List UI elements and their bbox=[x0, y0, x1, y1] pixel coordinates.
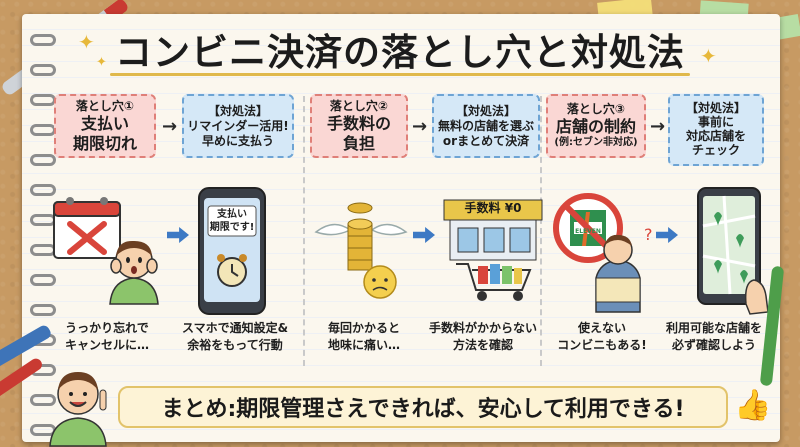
solution-heading: 【対処法】 bbox=[685, 101, 746, 116]
pitfall-title: 期限切れ bbox=[72, 133, 137, 153]
store-sign-text: ELEVEN bbox=[575, 228, 601, 235]
solution-heading: 【対処法】 bbox=[207, 103, 268, 118]
caption-line: 使えない bbox=[577, 321, 626, 335]
solution-text: 無料の店舗を選ぶ bbox=[437, 118, 534, 133]
smartphone-alarm-illustration bbox=[198, 187, 266, 315]
summary-banner: まとめ:期限管理さえできれば、安心して利用できる! bbox=[118, 386, 728, 428]
illustration-caption: 利用可能な店舗を 必ず確認しよう bbox=[654, 320, 774, 354]
solution-text: 事前に bbox=[697, 115, 734, 130]
thumbs-up-icon: 👍 bbox=[734, 388, 772, 423]
store-cart-illustration bbox=[443, 199, 543, 301]
pitfall-box: 落とし穴① 支払い 期限切れ bbox=[54, 94, 156, 158]
caption-line: コンビニもある! bbox=[557, 337, 647, 352]
phone-text-line: 支払い bbox=[217, 209, 247, 220]
no-store-sign-illustration: ? bbox=[553, 193, 653, 313]
phone-screen-text: 支払い 期限です! bbox=[207, 208, 257, 234]
worried-person-illustration bbox=[109, 240, 159, 305]
caption-line: 方法を確認 bbox=[452, 337, 513, 352]
flying-coins-illustration bbox=[314, 202, 408, 299]
caption-line: 地味に痛い… bbox=[327, 337, 400, 352]
pitfall-number: 落とし穴① bbox=[75, 98, 135, 113]
solution-box: 【対処法】 リマインダー活用! 早めに支払う bbox=[182, 94, 294, 158]
arrow-icon bbox=[413, 227, 435, 243]
solution-heading: 【対処法】 bbox=[455, 103, 516, 118]
sparkle-icon: ✦ bbox=[700, 44, 717, 68]
caption-line: 利用可能な店舗を bbox=[665, 321, 762, 335]
smiling-boy-illustration bbox=[49, 372, 107, 447]
arrow-icon: → bbox=[412, 116, 428, 137]
pitfall-number: 落とし穴② bbox=[329, 98, 389, 113]
sparkle-icon: ✦ bbox=[78, 30, 95, 54]
svg-text:?: ? bbox=[644, 225, 653, 244]
solution-box: 【対処法】 無料の店舗を選ぶ orまとめて決済 bbox=[432, 94, 540, 158]
arrow-icon: → bbox=[162, 116, 178, 137]
illustration-caption: 手数料がかからない 方法を確認 bbox=[418, 320, 548, 354]
caption-line: 必ず確認しよう bbox=[671, 337, 756, 352]
illustration-caption: うっかり忘れで キャンセルに… bbox=[52, 320, 162, 354]
arrow-icon: → bbox=[650, 116, 666, 137]
store-sign-text: 手数料 ¥0 bbox=[464, 201, 522, 215]
pitfall-number: 落とし穴③ bbox=[566, 102, 626, 117]
caption-line: 余裕をもって行動 bbox=[187, 337, 283, 352]
phone-text-line: 期限です! bbox=[209, 222, 255, 233]
pitfall-box: 落とし穴② 手数料の 負担 bbox=[310, 94, 408, 158]
solution-box: 【対処法】 事前に 対応店舗を チェック bbox=[668, 94, 764, 166]
illustration-caption: 毎回かかると 地味に痛い… bbox=[310, 320, 418, 354]
pitfall-title: 支払い bbox=[80, 113, 129, 133]
column-divider bbox=[303, 96, 305, 366]
arrow-icon bbox=[167, 227, 189, 243]
map-phone-illustration bbox=[697, 187, 769, 315]
pitfall-title: 負担 bbox=[342, 133, 375, 153]
pitfall-column-2: 落とし穴② 手数料の 負担 → 【対処法】 無料の店舗を選ぶ orまとめて決済 … bbox=[310, 94, 555, 374]
caption-line: うっかり忘れで bbox=[65, 321, 149, 335]
column-divider bbox=[540, 96, 542, 366]
calendar-icon bbox=[53, 197, 121, 259]
sparkle-icon: ✦ bbox=[96, 55, 107, 70]
solution-text: リマインダー活用! bbox=[187, 118, 289, 133]
page-title: コンビニ決済の落とし穴と対処法 bbox=[115, 31, 685, 74]
caption-line: 手数料がかからない bbox=[428, 321, 537, 335]
solution-text: チェック bbox=[691, 142, 740, 157]
solution-text: 対応店舗を bbox=[685, 129, 746, 143]
title-underline bbox=[110, 73, 690, 76]
solution-text: 早めに支払う bbox=[201, 133, 274, 148]
caption-line: キャンセルに… bbox=[64, 337, 149, 352]
pitfall-note: (例:セブン非対応) bbox=[554, 137, 638, 149]
pitfall-column-1: 落とし穴① 支払い 期限切れ → 【対処法】 リマインダー活用! 早めに支払う … bbox=[52, 94, 297, 374]
caption-line: 毎回かかると bbox=[327, 321, 400, 335]
pitfall-title: 手数料の bbox=[326, 113, 391, 133]
pitfall-column-3: 落とし穴③ 店舗の制約 (例:セブン非対応) → 【対処法】 事前に 対応店舗を… bbox=[546, 94, 791, 374]
illustration-caption: スマホで通知設定& 余裕をもって行動 bbox=[170, 320, 300, 354]
pitfall-box: 落とし穴③ 店舗の制約 (例:セブン非対応) bbox=[546, 94, 646, 158]
caption-line: スマホで通知設定& bbox=[181, 321, 289, 335]
solution-text: orまとめて決済 bbox=[442, 133, 530, 148]
pitfall-title: 店舗の制約 bbox=[555, 117, 636, 137]
illustration-caption: 使えない コンビニもある! bbox=[546, 320, 658, 354]
